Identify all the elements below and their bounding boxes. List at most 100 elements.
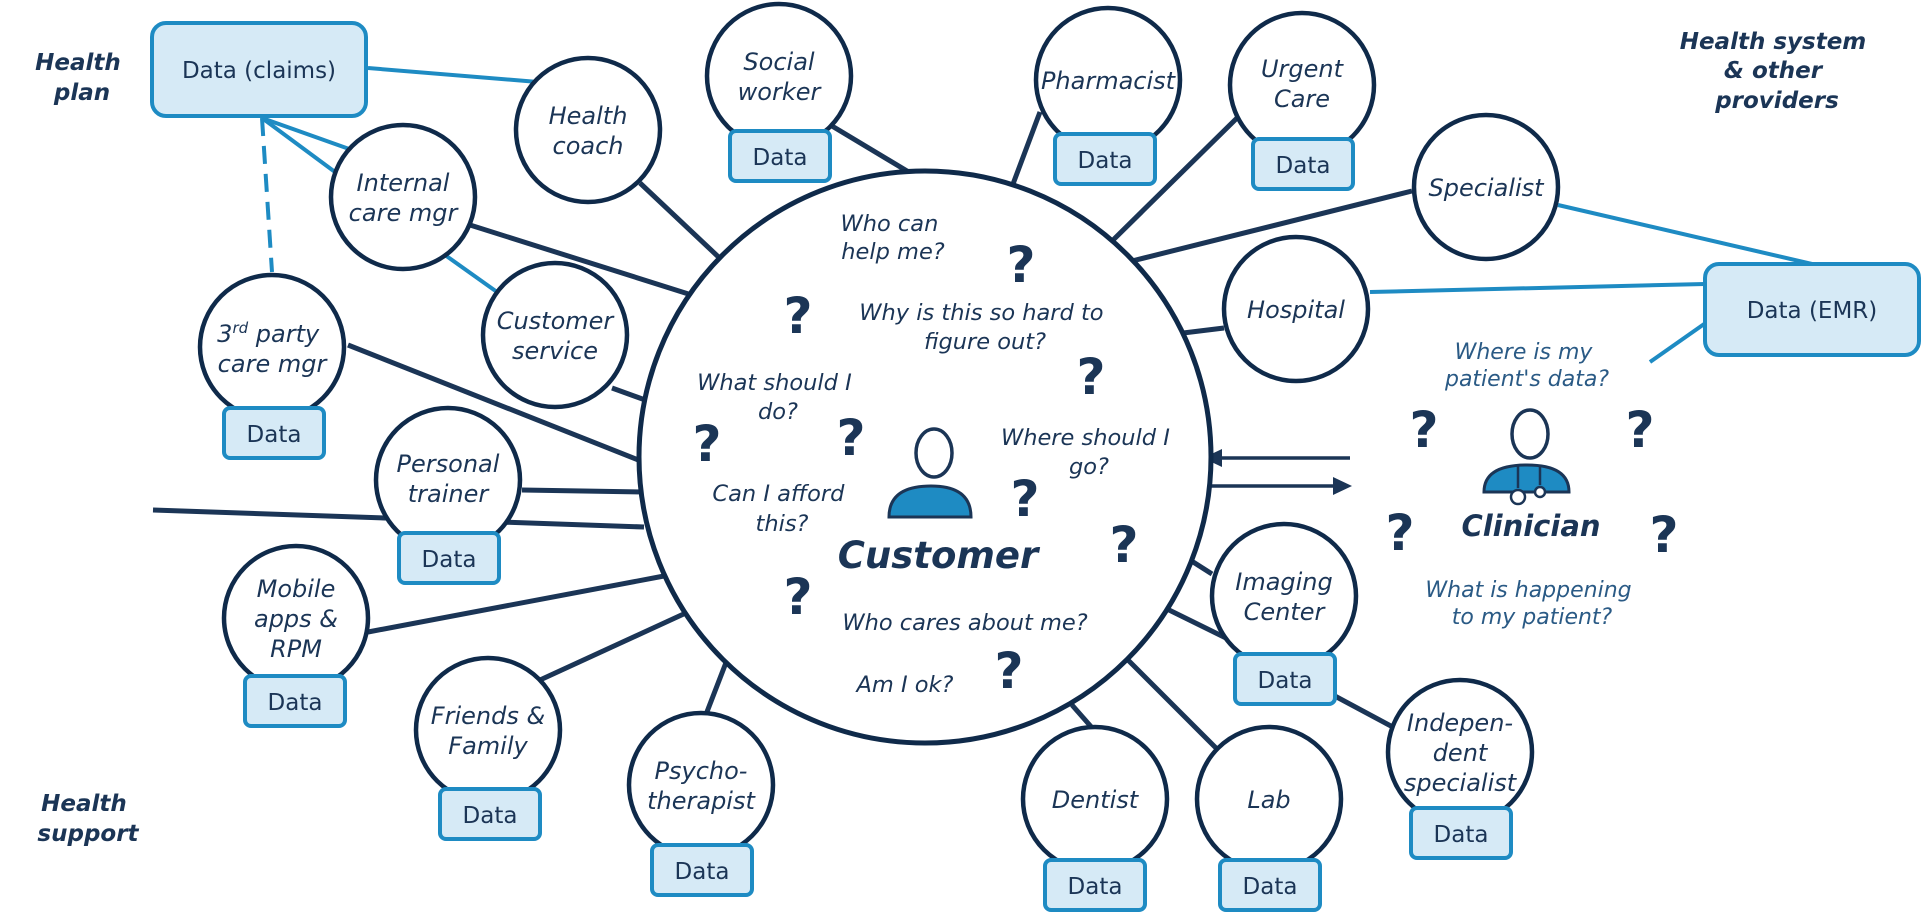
question-mark: ? (1385, 504, 1414, 562)
svg-text:Lab: Lab (1247, 786, 1290, 814)
question-mark: ? (836, 409, 865, 467)
link-lab-hub (1126, 658, 1222, 754)
hub-question-who-cares: Who cares about me? (842, 610, 1087, 636)
clinician-title: Clinician (1461, 509, 1600, 543)
question-mark: ? (1625, 401, 1654, 459)
link-pharmacist-hub (1007, 111, 1043, 193)
link-health-coach-hub (638, 181, 729, 267)
link-specialist-emr (1557, 203, 1813, 266)
link-psycho-hub (702, 659, 730, 718)
question-mark: ? (692, 415, 721, 473)
arrow-to-clinician-head (1333, 477, 1352, 495)
svg-text:Psycho-therapist: Psycho-therapist (647, 757, 756, 815)
node-dentist: Dentist Data (1020, 724, 1170, 912)
data-label: Data (268, 690, 323, 716)
hub-question-why-hard: Why is this so hard to figure out? (859, 300, 1110, 355)
section-health-support: Health support (37, 791, 139, 847)
data-label: Data (1243, 874, 1298, 900)
link-imaging-hub (1188, 557, 1214, 577)
question-mark: ? (1076, 348, 1105, 406)
link-claims-health-coach (367, 66, 539, 84)
section-health-plan: Health plan (35, 50, 129, 106)
data-label: Data (753, 145, 808, 171)
link-trainer-hub (521, 487, 646, 495)
svg-text:Specialist: Specialist (1428, 174, 1545, 202)
node-lab: Lab Data (1194, 724, 1344, 912)
question-mark: ? (783, 568, 812, 626)
link-mobile-hub (367, 573, 665, 635)
node-third-party-care-mgr: 3rd party care mgr Data (197, 272, 347, 460)
svg-text:Pharmacist: Pharmacist (1041, 67, 1177, 95)
data-label: Data (1078, 148, 1133, 174)
hub-question-am-i-ok: Am I ok? (855, 672, 954, 698)
link-imaging-data-hub (1163, 605, 1232, 643)
question-mark: ? (1010, 470, 1039, 528)
data-label: Data (1258, 668, 1313, 694)
hub-question-afford: Can I afford this? (712, 481, 851, 537)
clinician-group: Where is my patient's data? ? ? ? ? Clin… (1385, 340, 1678, 630)
node-hospital: Hospital (1221, 234, 1371, 384)
node-friends-family: Friends &Family Data (413, 655, 563, 841)
svg-text:Data (EMR): Data (EMR) (1747, 298, 1878, 324)
link-care-mgr-customer-service (443, 253, 499, 294)
link-claims-care-mgr-2 (260, 116, 337, 174)
data-emr-box: Data (EMR) (1703, 262, 1921, 357)
question-mark: ? (994, 642, 1023, 700)
svg-text:Friends &Family: Friends &Family (431, 702, 545, 760)
link-claims-care-mgr-1 (261, 116, 353, 152)
data-label: Data (675, 859, 730, 885)
customer-hub: Who can help me? Why is this so hard to … (636, 168, 1214, 746)
customer-person-icon (887, 427, 973, 519)
question-mark: ? (1109, 516, 1138, 574)
data-label: Data (1434, 822, 1489, 848)
link-hospital-emr (1369, 282, 1706, 294)
svg-text:Hospital: Hospital (1247, 296, 1345, 324)
node-pharmacist: Pharmacist Data (1033, 5, 1183, 186)
link-claims-third-party (260, 117, 274, 273)
question-mark: ? (1409, 401, 1438, 459)
data-label: Data (463, 803, 518, 829)
data-claims-box: Data (claims) (150, 21, 368, 118)
section-health-system: Health system & other providers (1680, 29, 1875, 114)
svg-text:Dentist: Dentist (1052, 786, 1140, 814)
question-mark: ? (1006, 236, 1035, 294)
link-friends-hub (538, 609, 690, 683)
data-label: Data (1276, 153, 1331, 179)
data-label: Data (247, 422, 302, 448)
question-mark: ? (783, 287, 812, 345)
data-label: Data (1068, 874, 1123, 900)
question-mark: ? (1649, 506, 1678, 564)
link-internal-care-mgr-hub (469, 222, 699, 300)
link-customer-service-hub (611, 385, 649, 404)
svg-text:3rd party care mgr: 3rd party care mgr (217, 319, 328, 378)
link-urgent-care-hub (1105, 116, 1239, 248)
link-emr-clinician (1648, 320, 1709, 364)
hub-question-what-do: What should I do? (697, 370, 859, 425)
node-psychotherapist: Psycho-therapist Data (626, 710, 776, 897)
clinician-question-data: Where is my patient's data? (1444, 340, 1609, 392)
node-specialist: Specialist (1411, 112, 1561, 262)
hub-question-where-go: Where should I go? (1001, 425, 1177, 480)
link-third-party-hub (347, 342, 647, 466)
hub-title: Customer (838, 534, 1041, 577)
clinician-question-happening: What is happening to my patient? (1425, 578, 1638, 630)
